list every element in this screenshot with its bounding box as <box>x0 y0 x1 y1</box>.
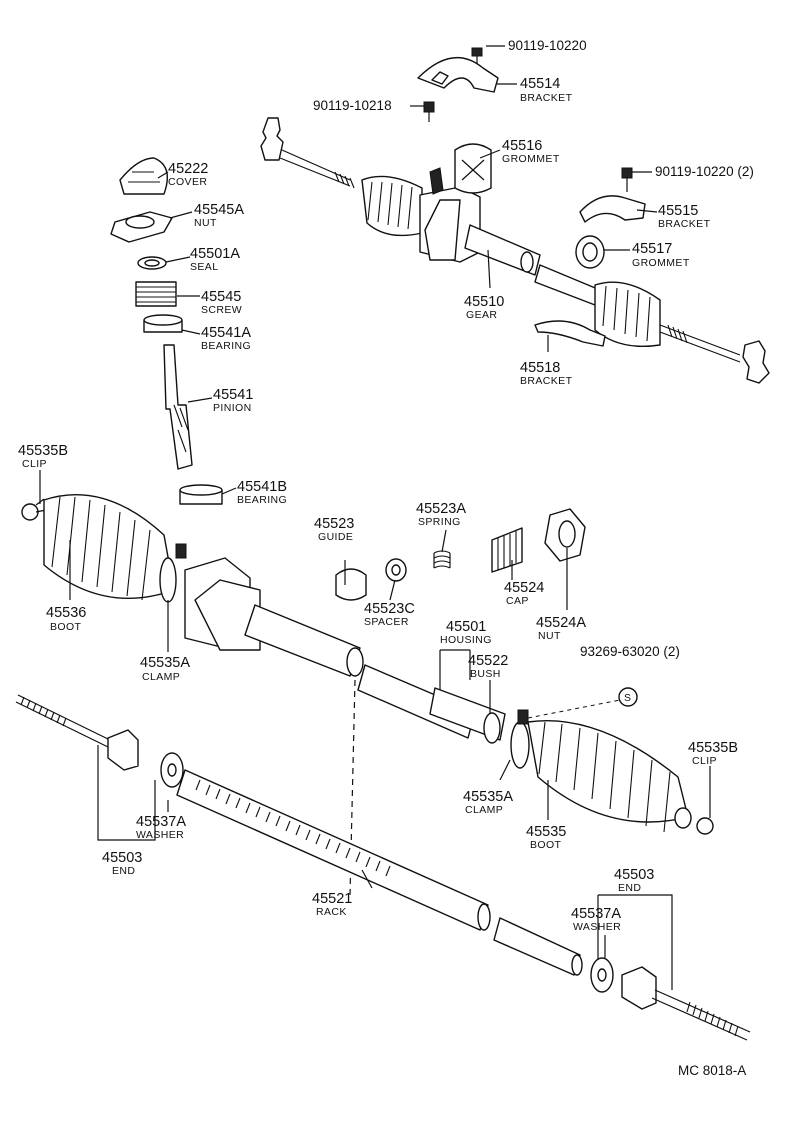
label-45537A-left-name: WASHER <box>136 829 184 841</box>
label-45503-right-number: 45503 <box>614 867 654 883</box>
label-45535B-left-number: 45535B <box>18 443 68 459</box>
label-45524-number: 45524 <box>504 580 544 596</box>
label-45514-number: 45514 <box>520 76 560 92</box>
label-45523A-name: SPRING <box>418 516 461 528</box>
label-45541B-number: 45541B <box>237 479 287 495</box>
callout-labels: 90119-10220 45514 BRACKET 90119-10218 45… <box>18 38 754 1078</box>
label-45535A-left-name: CLAMP <box>142 671 180 683</box>
label-45517-number: 45517 <box>632 241 672 257</box>
label-45503-left-number: 45503 <box>102 850 142 866</box>
gear-assembly-drawing <box>260 47 770 384</box>
label-45524A-number: 45524A <box>536 615 586 631</box>
label-45518-name: BRACKET <box>520 375 573 387</box>
label-45523-number: 45523 <box>314 516 354 532</box>
leader-lines <box>39 45 711 990</box>
label-45523A-number: 45523A <box>416 501 466 517</box>
label-45521-number: 45521 <box>312 891 352 907</box>
label-45514-name: BRACKET <box>520 92 573 104</box>
label-45541A-name: BEARING <box>201 340 251 352</box>
label-45523C-number: 45523C <box>364 601 415 617</box>
label-bolt-93269-63020: 93269-63020 (2) <box>580 644 680 659</box>
rack-and-ends-drawing <box>15 694 751 1041</box>
label-45516-name: GROMMET <box>502 153 560 165</box>
label-45545A-name: NUT <box>194 217 217 229</box>
label-45516-number: 45516 <box>502 138 542 154</box>
label-45535B-left-name: CLIP <box>22 458 47 470</box>
label-45222-name: COVER <box>168 176 207 188</box>
label-45510-name: GEAR <box>466 309 497 321</box>
label-45503-left-name: END <box>112 865 135 877</box>
label-45524-name: CAP <box>506 595 529 607</box>
label-bolt-90119-10218: 90119-10218 <box>313 98 392 113</box>
label-45541B-name: BEARING <box>237 494 287 506</box>
label-45522-name: BUSH <box>470 668 501 680</box>
label-45522-number: 45522 <box>468 653 508 669</box>
label-s-mark: S <box>624 692 631 704</box>
label-45545A-number: 45545A <box>194 202 244 218</box>
pinion-stack-drawing <box>110 157 223 505</box>
label-45523-name: GUIDE <box>318 531 353 543</box>
label-45515-number: 45515 <box>658 203 698 219</box>
label-45501-number: 45501 <box>446 619 486 635</box>
label-45541-number: 45541 <box>213 387 253 403</box>
label-45501A-name: SEAL <box>190 261 218 273</box>
label-45537A-left-number: 45537A <box>136 814 186 830</box>
label-45536-number: 45536 <box>46 605 86 621</box>
label-45541-name: PINION <box>213 402 252 414</box>
label-45518-number: 45518 <box>520 360 560 376</box>
label-45515-name: BRACKET <box>658 218 711 230</box>
label-45222-number: 45222 <box>168 161 208 177</box>
label-45501A-number: 45501A <box>190 246 240 262</box>
label-45545-name: SCREW <box>201 304 242 316</box>
label-45521-name: RACK <box>316 906 347 918</box>
label-45535B-right-name: CLIP <box>692 755 717 767</box>
label-45537A-right-name: WASHER <box>573 921 621 933</box>
label-45535A-left-number: 45535A <box>140 655 190 671</box>
label-45535-name: BOOT <box>530 839 562 851</box>
label-45535A-right-number: 45535A <box>463 789 513 805</box>
label-45545-number: 45545 <box>201 289 241 305</box>
label-45517-name: GROMMET <box>632 257 690 269</box>
label-45524A-name: NUT <box>538 630 561 642</box>
label-45503-right-name: END <box>618 882 641 894</box>
label-45535-number: 45535 <box>526 824 566 840</box>
label-45510-number: 45510 <box>464 294 504 310</box>
label-45541A-number: 45541A <box>201 325 251 341</box>
label-45535B-right-number: 45535B <box>688 740 738 756</box>
label-45537A-right-number: 45537A <box>571 906 621 922</box>
label-45536-name: BOOT <box>50 621 82 633</box>
label-45501-name: HOUSING <box>440 634 492 646</box>
rack-housing-drawing <box>21 493 714 896</box>
label-45523C-name: SPACER <box>364 616 409 628</box>
label-45535A-right-name: CLAMP <box>465 804 503 816</box>
diagram-code: MC 8018-A <box>678 1063 746 1078</box>
label-bolt-90119-10220: 90119-10220 <box>508 38 587 53</box>
label-bolt-90119-10220-2: 90119-10220 (2) <box>655 164 754 179</box>
